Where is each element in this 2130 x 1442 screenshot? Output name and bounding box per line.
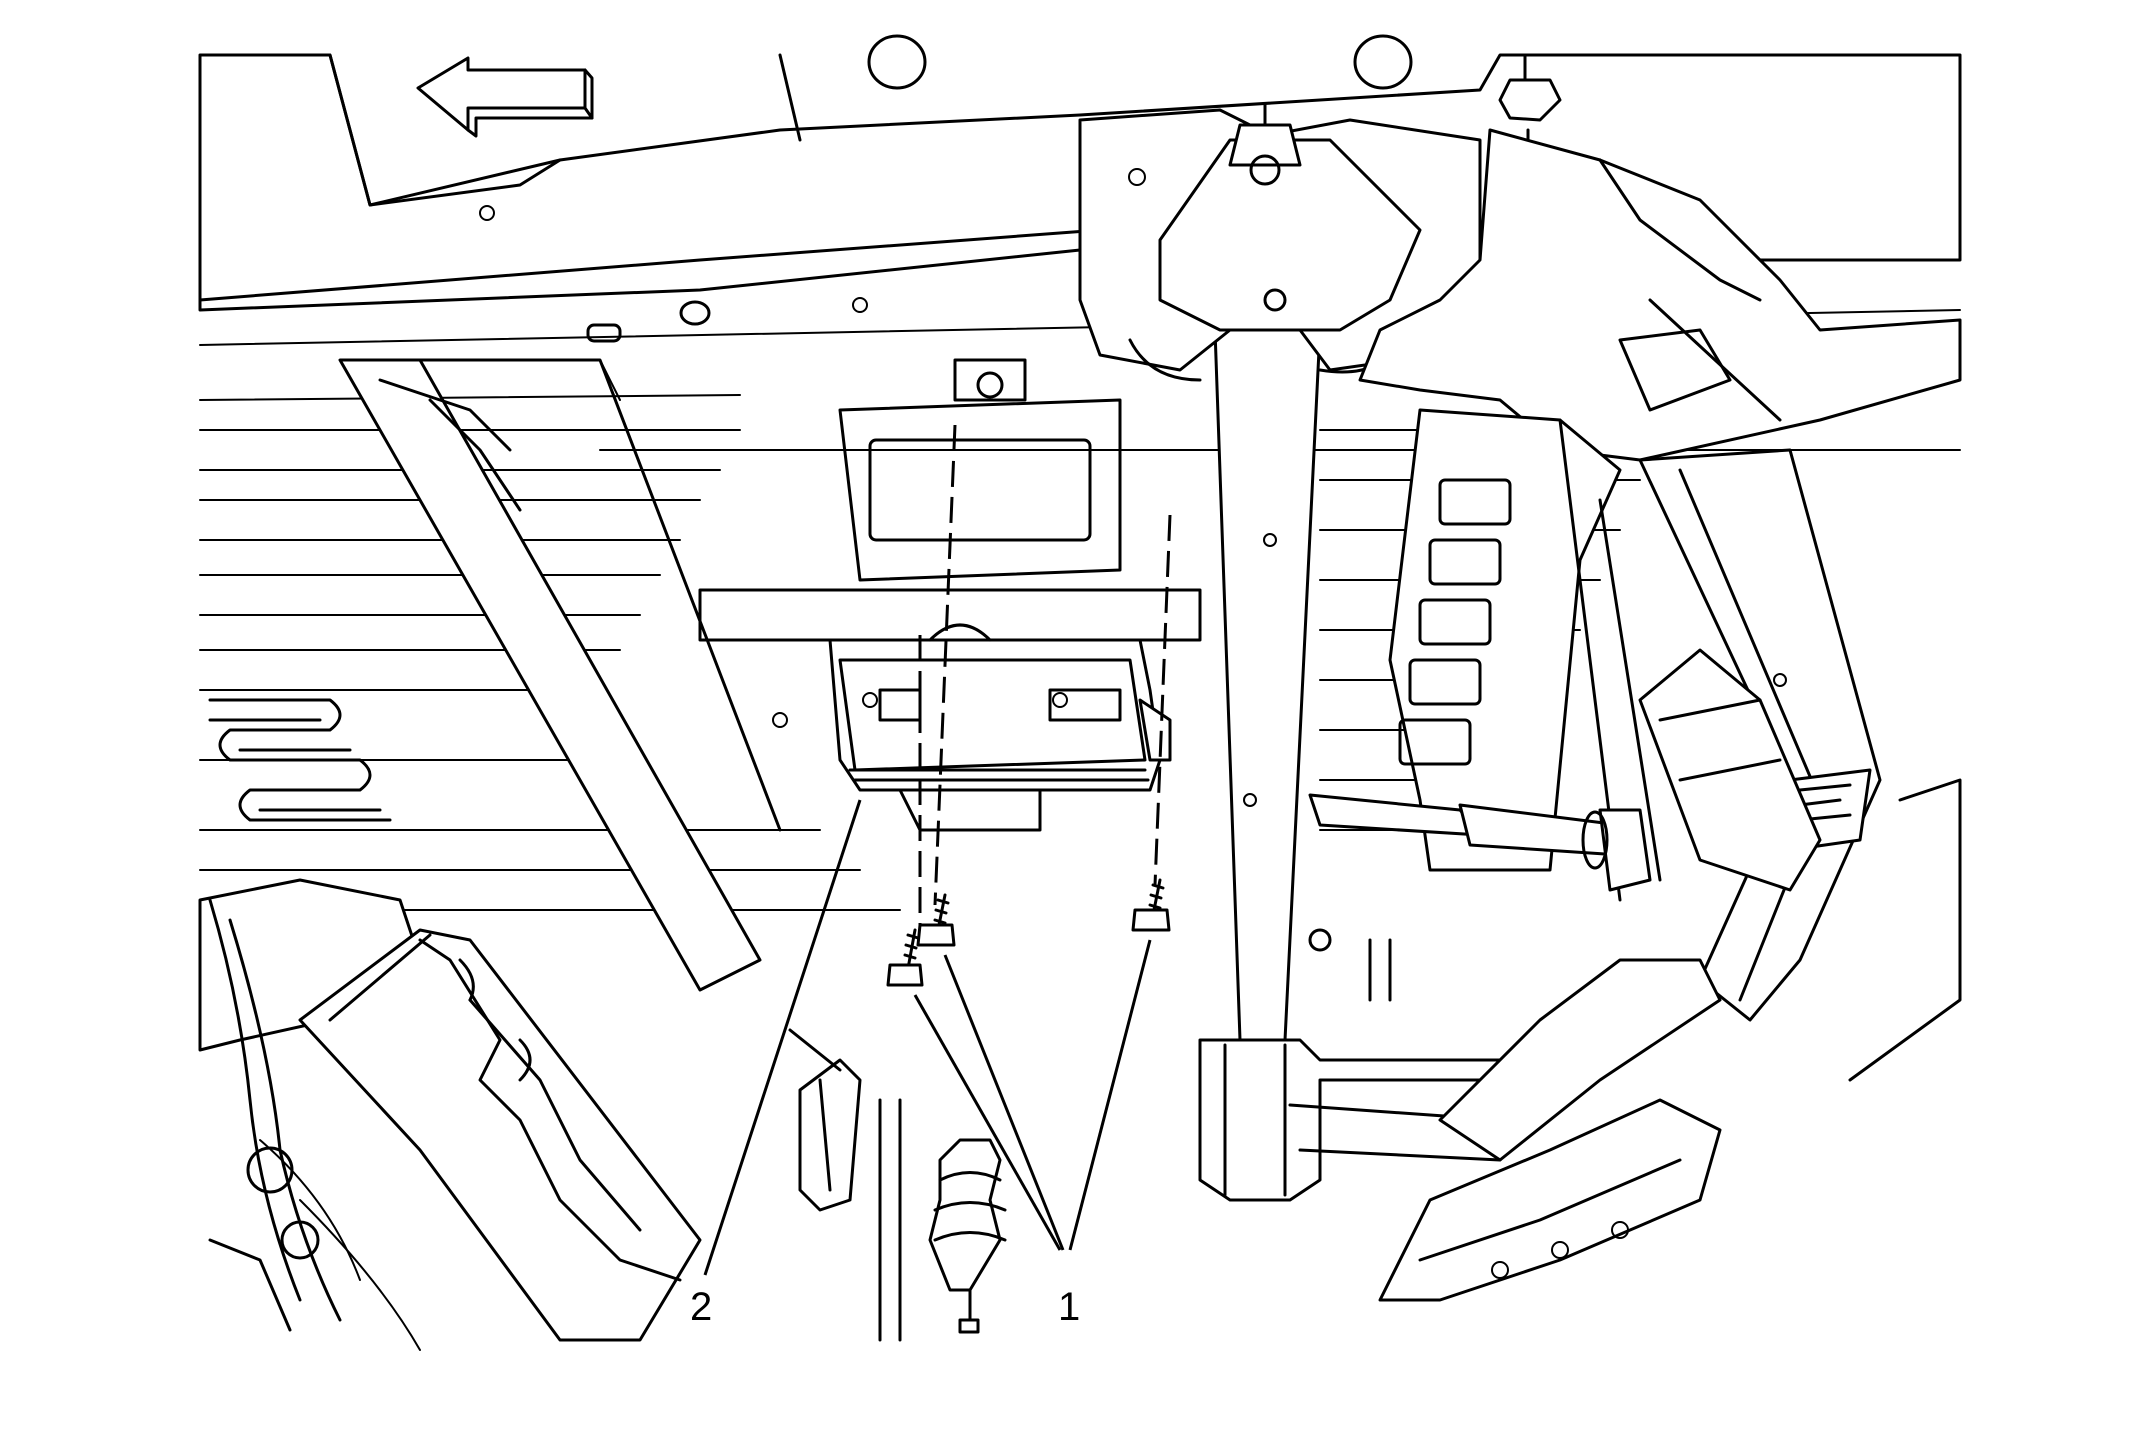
callout-2: 2	[690, 1285, 712, 1329]
bolt-left	[886, 928, 924, 987]
drive-shaft	[1308, 793, 1652, 892]
shock-absorber	[878, 1098, 1007, 1342]
heat-shield	[1638, 648, 1822, 892]
callout-leaders	[703, 799, 1152, 1276]
module-mounting-bracket	[698, 358, 1202, 728]
control-module	[828, 623, 1172, 832]
ladder-bracket	[1388, 408, 1662, 902]
callout-labels: 2 1	[690, 1285, 1080, 1329]
bolt-center	[916, 893, 956, 947]
callout-1: 1	[1058, 1285, 1080, 1329]
installation-paths	[918, 424, 1172, 940]
right-lower-frame	[1378, 778, 1962, 1302]
floor-reinforcement	[208, 698, 392, 822]
right-frame-rail	[1358, 128, 1962, 542]
suspension-bracket	[1078, 103, 1482, 382]
wiring-harness	[208, 898, 421, 1351]
left-frame-rail	[338, 358, 782, 992]
bolt-right	[1131, 878, 1171, 932]
hanger-bracket	[788, 1028, 862, 1212]
forward-arrow-icon	[416, 56, 594, 138]
